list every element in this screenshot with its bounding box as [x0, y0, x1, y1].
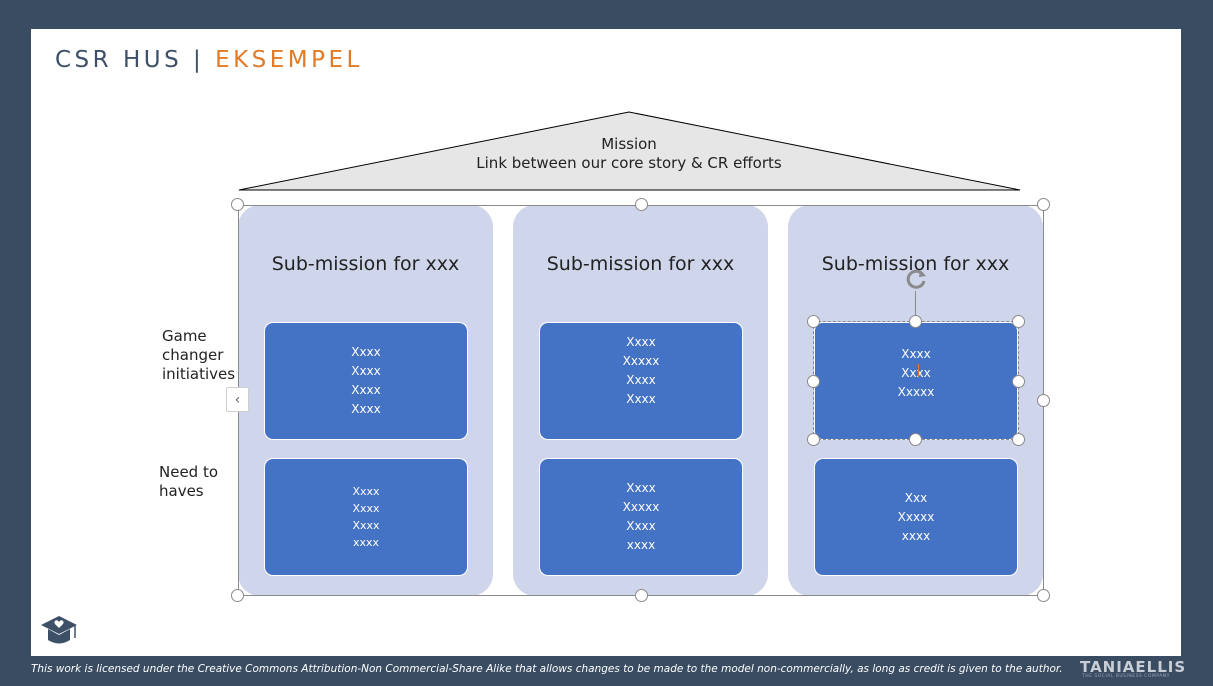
- brand-logo: TANIAELLIS: [1080, 658, 1187, 676]
- mission-description: Link between our core story & CR efforts: [476, 154, 782, 172]
- box-line: xxxx: [901, 528, 931, 543]
- rotate-icon[interactable]: [903, 266, 929, 292]
- box-line: Xxxx: [352, 485, 380, 498]
- pillar-2-need-to-have-box[interactable]: Xxxx Xxxxx Xxxx xxxx: [539, 458, 743, 576]
- box-line: Xxxx: [626, 519, 656, 533]
- resize-handle-top-right[interactable]: [1012, 315, 1025, 328]
- slide-title[interactable]: CSR HUS | EKSEMPEL: [55, 47, 363, 73]
- pillar-2-game-changer-box[interactable]: Xxxx Xxxxx Xxxx Xxxx: [539, 322, 743, 440]
- label-line: Game: [162, 327, 207, 345]
- label-line: Need to: [159, 463, 219, 481]
- pillar-1-title[interactable]: Sub-mission for xxx: [271, 253, 460, 275]
- box-line: Xxx: [904, 490, 928, 505]
- resize-handle-right[interactable]: [1012, 375, 1025, 388]
- box-line: Xxxxx: [897, 509, 935, 524]
- title-main: CSR HUS |: [55, 47, 216, 73]
- pillar-2-title[interactable]: Sub-mission for xxx: [546, 253, 735, 275]
- box-line: Xxxx: [351, 364, 381, 378]
- pillar-3-game-changer-box[interactable]: Xxxx Xxxx Xxxxx: [814, 322, 1018, 440]
- row-label-game-changer[interactable]: Game changer initiatives: [162, 327, 235, 384]
- label-line: haves: [159, 482, 204, 500]
- resize-handle-top[interactable]: [635, 198, 648, 211]
- box-line: Xxxx: [351, 383, 381, 397]
- title-accent: EKSEMPEL: [215, 47, 363, 73]
- row-label-need-to-haves[interactable]: Need to haves: [159, 463, 218, 501]
- resize-handle-left[interactable]: [807, 375, 820, 388]
- resize-handle-bottom-right[interactable]: [1037, 589, 1050, 602]
- roof-text[interactable]: Mission Link between our core story & CR…: [431, 135, 827, 173]
- label-line: initiatives: [162, 365, 236, 383]
- resize-handle-bottom-left[interactable]: [807, 433, 820, 446]
- resize-handle-top[interactable]: [909, 315, 922, 328]
- slide-canvas[interactable]: CSR HUS | EKSEMPEL Mission Link between …: [31, 29, 1181, 656]
- box-line: Xxxx: [626, 334, 656, 349]
- chevron-left-icon[interactable]: ‹: [226, 387, 249, 412]
- box-line: Xxxx: [351, 402, 381, 416]
- box-line: Xxxx: [352, 519, 380, 532]
- graduation-cap-heart-icon: [41, 616, 77, 644]
- box-line: Xxxx: [626, 481, 656, 495]
- rotate-connector: [915, 291, 916, 321]
- pillar-1-need-to-have-box[interactable]: Xxxx Xxxx Xxxx xxxx: [264, 458, 468, 576]
- label-line: changer: [162, 346, 224, 364]
- text-cursor: [918, 364, 919, 377]
- pillar-3-title[interactable]: Sub-mission for xxx: [821, 253, 1010, 275]
- box-line: Xxxxx: [622, 353, 660, 368]
- box-line: Xxxx: [351, 345, 381, 359]
- box-line: Xxxx: [352, 502, 380, 515]
- shape-selection-frame: [813, 321, 1019, 440]
- box-line: Xxxxx: [897, 385, 935, 399]
- license-footer: This work is licensed under the Creative…: [31, 663, 1063, 675]
- resize-handle-bottom[interactable]: [909, 433, 922, 446]
- roof-triangle[interactable]: [237, 111, 1022, 193]
- resize-handle-top-right[interactable]: [1037, 198, 1050, 211]
- box-line: Xxxx: [901, 347, 931, 361]
- resize-handle-top-left[interactable]: [807, 315, 820, 328]
- brand-tagline: THE SOCIAL BUSINESS COMPANY: [1082, 674, 1170, 679]
- resize-handle-right[interactable]: [1037, 394, 1050, 407]
- mission-label: Mission: [601, 135, 657, 153]
- resize-handle-top-left[interactable]: [231, 198, 244, 211]
- box-line: Xxxx: [901, 366, 931, 380]
- resize-handle-bottom[interactable]: [635, 589, 648, 602]
- box-line: Xxxx: [626, 391, 656, 406]
- resize-handle-bottom-right[interactable]: [1012, 433, 1025, 446]
- pillar-3-need-to-have-box[interactable]: Xxx Xxxxx xxxx: [814, 458, 1018, 576]
- resize-handle-bottom-left[interactable]: [231, 589, 244, 602]
- box-line: xxxx: [352, 536, 380, 549]
- box-line: xxxx: [626, 538, 656, 552]
- box-line: Xxxx: [626, 372, 656, 387]
- box-line: Xxxxx: [622, 500, 660, 514]
- pillar-1-game-changer-box[interactable]: Xxxx Xxxx Xxxx Xxxx: [264, 322, 468, 440]
